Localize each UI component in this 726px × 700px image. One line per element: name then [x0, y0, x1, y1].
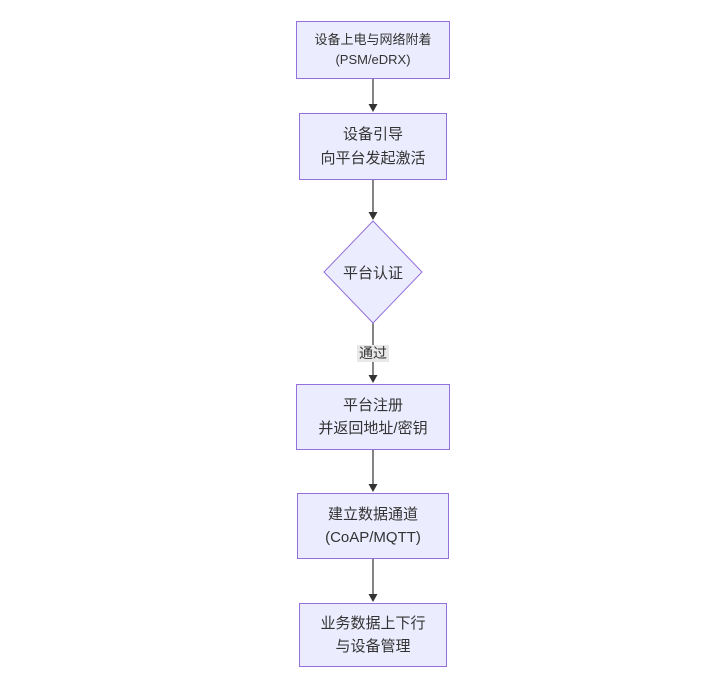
node-line: 向平台发起激活	[320, 149, 426, 167]
edge-b-c	[368, 180, 378, 220]
node-data-channel: 建立数据通道 (CoAP/MQTT)	[297, 493, 449, 559]
node-line: 平台注册	[342, 396, 403, 414]
node-line: 与设备管理	[335, 638, 411, 655]
node-platform-register: 平台注册 并返回地址/密钥	[296, 384, 450, 450]
node-line: 设备上电与网络附着	[314, 31, 432, 47]
node-line: 设备引导	[342, 126, 403, 144]
edge-a-b	[368, 79, 378, 112]
node-line: 并返回地址/密钥	[318, 420, 428, 437]
edge-label-pass: 通过	[357, 345, 389, 362]
decision-diamond-shape	[323, 220, 423, 324]
node-line: 建立数据通道	[327, 505, 418, 523]
node-platform-auth-decision: 平台认证	[324, 221, 422, 323]
node-device-bootstrap: 设备引导 向平台发起激活	[299, 113, 447, 180]
node-line: 平台认证	[342, 264, 403, 282]
node-line: 业务数据上下行	[320, 614, 426, 632]
node-power-on-network-attach: 设备上电与网络附着 (PSM/eDRX)	[296, 21, 450, 79]
edge-e-f	[368, 559, 378, 602]
node-business-data-management: 业务数据上下行 与设备管理	[299, 603, 447, 667]
node-line: (PSM/eDRX)	[335, 52, 411, 67]
node-line: (CoAP/MQTT)	[325, 529, 421, 546]
edge-d-e	[368, 450, 378, 492]
